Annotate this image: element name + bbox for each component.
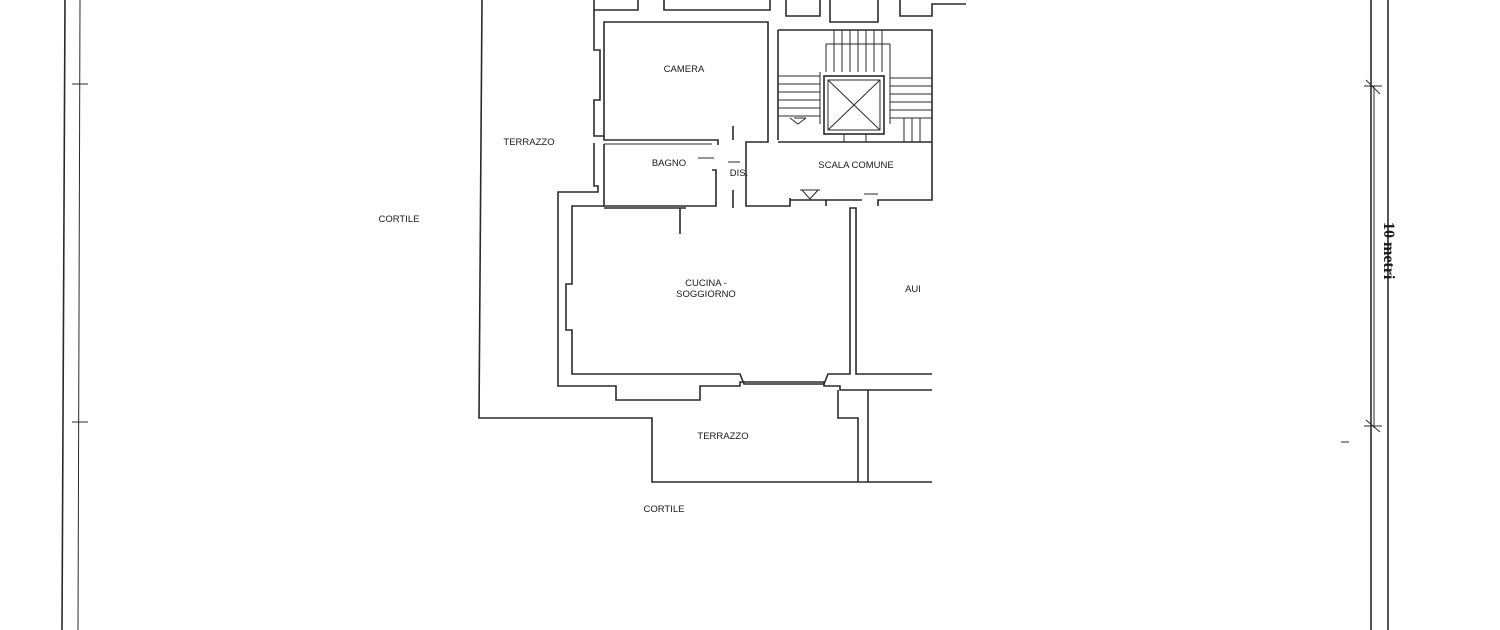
label-cucina-line1: CUCINA -: [685, 278, 727, 289]
stairs: [778, 30, 932, 142]
scale-bar: [1364, 79, 1382, 433]
label-bagno: BAGNO: [652, 158, 686, 169]
elevator-icon: [823, 75, 885, 142]
label-aui: AUI: [905, 284, 921, 295]
building-walls: [478, 0, 966, 483]
label-cucina-line2: SOGGIORNO: [676, 289, 736, 300]
label-dis: DIS.: [730, 168, 748, 179]
label-cortile-left: CORTILE: [378, 214, 419, 225]
sheet-frame: [61, 0, 1389, 630]
scale-bar-label: 10 metri: [1380, 222, 1397, 280]
label-terrazzo-left: TERRAZZO: [503, 137, 554, 148]
entrance-marker-icon: [800, 189, 820, 200]
label-terrazzo-bottom: TERRAZZO: [697, 431, 748, 442]
label-scala-comune: SCALA COMUNE: [818, 160, 894, 171]
label-camera: CAMERA: [664, 64, 705, 75]
label-cortile-bottom: CORTILE: [643, 504, 684, 515]
